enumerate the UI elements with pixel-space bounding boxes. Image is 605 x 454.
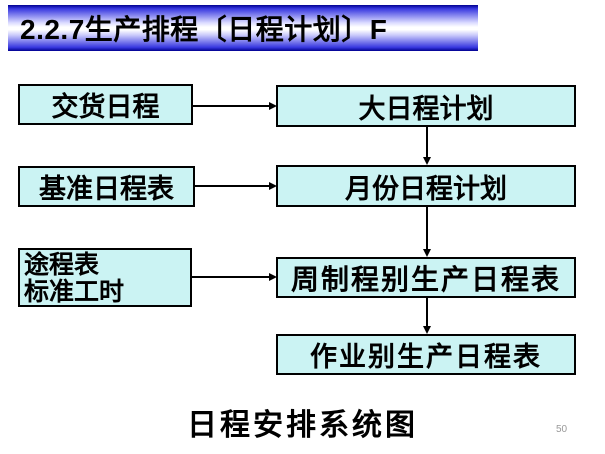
arrow-routing-to-weekly-icon [192,273,277,281]
flow-box-label: 交货日程 [51,92,160,123]
arrow-monthly-to-weekly-icon [423,207,431,257]
flow-box-routing-standard-hours: 途程表 标准工时 [18,248,192,307]
flow-box-label: 基准日程表 [39,174,174,205]
diagram-caption: 日程安排系统图 [187,408,418,443]
flow-box-master-schedule-plan: 大日程计划 [276,85,576,127]
flow-box-label: 周制程别生产日程表 [290,262,561,296]
flow-box-weekly-process-production-schedule: 周制程别生产日程表 [276,257,576,298]
arrow-standard-to-monthly-icon [195,182,277,190]
flow-box-monthly-schedule-plan: 月份日程计划 [276,165,576,207]
arrow-weekly-to-operation-icon [423,298,431,334]
title-bar: 2.2.7生产排程〔日程计划〕F [8,5,478,51]
page-number: 50 [556,424,568,435]
flow-box-standard-schedule-table: 基准日程表 [18,166,195,207]
arrow-master-to-monthly-icon [423,127,431,165]
flow-box-label-line1: 途程表 [24,249,100,279]
flow-box-label: 作业别生产日程表 [310,342,542,373]
flow-box-label: 月份日程计划 [345,173,507,205]
flow-box-label-line2: 标准工时 [24,276,125,306]
flow-box-operation-production-schedule: 作业别生产日程表 [276,334,576,375]
arrow-delivery-to-master-icon [193,102,277,110]
page-title: 2.2.7生产排程〔日程计划〕F [20,14,388,45]
flow-box-delivery-schedule: 交货日程 [18,84,193,125]
flow-box-label: 大日程计划 [358,93,494,125]
